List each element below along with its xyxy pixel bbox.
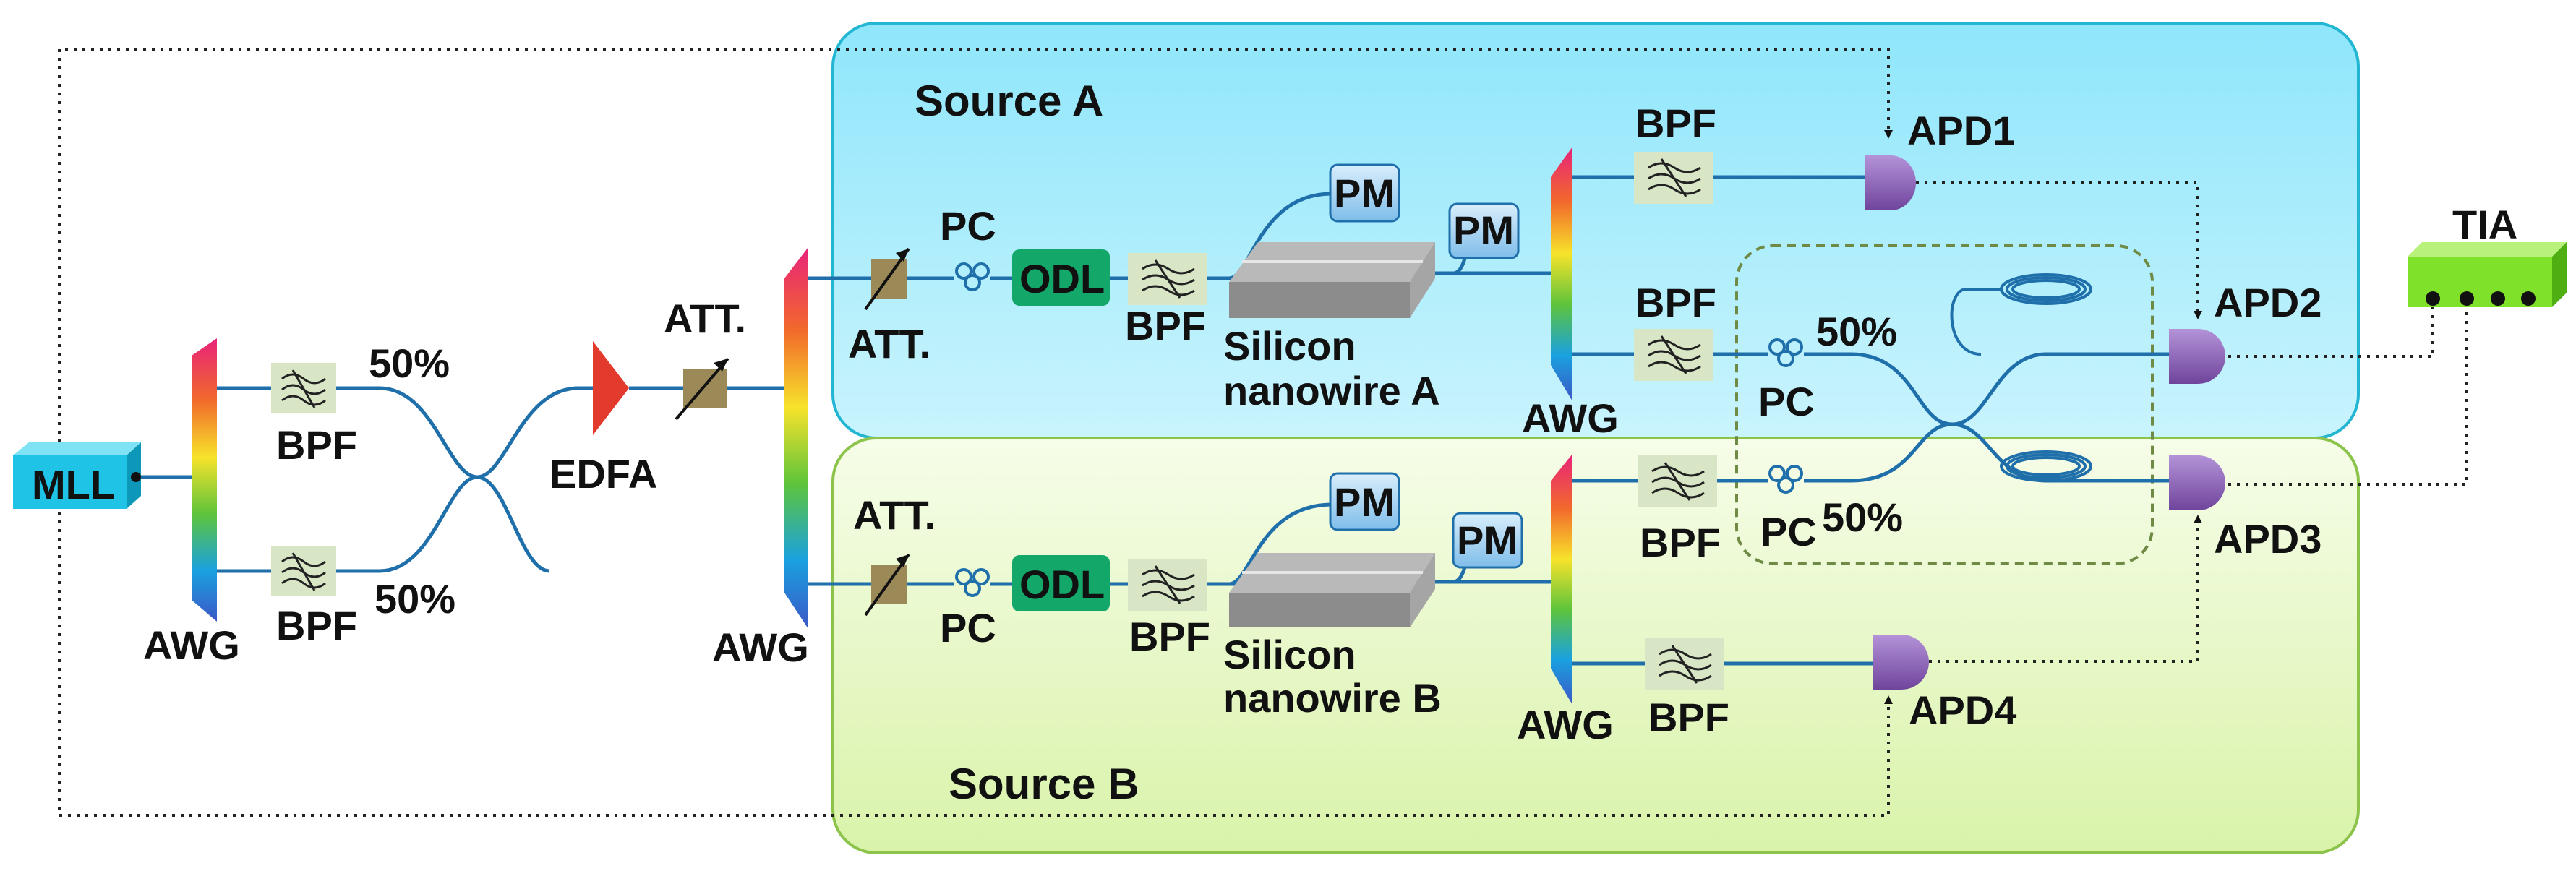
bpf-b-out1-label: BPF (1640, 520, 1721, 565)
apd4-label: APD4 (1909, 687, 2016, 733)
tia-label: TIA (2452, 202, 2517, 247)
awg-middle-label: AWG (712, 625, 809, 670)
apd2-label: APD2 (2214, 280, 2322, 325)
source-a-label: Source A (915, 77, 1103, 125)
pm-a1-box: PM (1329, 163, 1400, 223)
silicon-nanowire-b-chip (1229, 553, 1435, 627)
awg-middle-icon (784, 247, 808, 629)
pc-coupler-top-label: PC (1758, 379, 1815, 424)
pm-a2-label: PM (1453, 207, 1514, 253)
apd1-icon (1865, 155, 1916, 210)
awg-b-label: AWG (1517, 702, 1614, 747)
split-coupler-top-label: 50% (1816, 309, 1897, 354)
pc-icons (955, 262, 1803, 597)
apd3-icon (2169, 455, 2225, 510)
att-a-label: ATT. (848, 321, 930, 366)
pm-b2-label: PM (1457, 518, 1518, 563)
pm-b1-box: PM (1329, 472, 1400, 531)
bpf-left-bottom-label: BPF (276, 603, 357, 648)
labels: AWG BPF BPF 50% 50% ATT. AWG ATT. PC BPF… (143, 100, 2322, 747)
fiber-coil-top (1950, 273, 2092, 356)
silicon-nanowire-a-chip (1229, 242, 1435, 318)
bpf-b-label: BPF (1129, 614, 1210, 659)
awg-b-icon (1551, 454, 1572, 705)
nanowire-a-label-line2: nanowire A (1223, 368, 1440, 413)
apd-icons (1865, 155, 2225, 690)
split-left-bottom-label: 50% (375, 576, 455, 622)
odl-b-label: ODL (1019, 562, 1105, 607)
nanowire-a-label-line1: Silicon (1223, 323, 1356, 369)
source-b-label: Source B (949, 760, 1139, 808)
awg-left-icon (192, 338, 217, 622)
attenuator-icons (675, 247, 910, 617)
pc-a-label: PC (940, 203, 996, 249)
nanowire-b-label-line2: nanowire B (1223, 675, 1442, 721)
awg-a-label: AWG (1522, 395, 1619, 441)
pc-b-label: PC (940, 605, 996, 651)
split-left-top-label: 50% (369, 340, 450, 386)
att-left-label: ATT. (664, 296, 746, 341)
pm-b1-label: PM (1334, 479, 1395, 525)
apd3-label: APD3 (2214, 516, 2322, 562)
source-b-region (831, 437, 2360, 854)
awg-left-label: AWG (143, 622, 240, 668)
apd1-label: APD1 (1907, 108, 2015, 153)
pm-a1-label: PM (1334, 171, 1395, 216)
pm-b2-box: PM (1452, 512, 1523, 569)
bpf-b-out2-label: BPF (1648, 695, 1729, 740)
dotted-signal-lines (58, 48, 2471, 817)
bpf-a-out1-label: BPF (1635, 100, 1716, 146)
awg-a-icon (1551, 147, 1572, 401)
fiber-lines (127, 175, 2169, 666)
fiber-coil-bottom (2000, 450, 2092, 482)
odl-b-box: ODL (1012, 555, 1110, 611)
apd4-icon (1873, 635, 1929, 690)
bpf-left-top-label: BPF (276, 422, 357, 468)
bpf-a-out2-label: BPF (1635, 280, 1716, 325)
mll-label: MLL (32, 462, 115, 507)
nanowire-b-label-line1: Silicon (1223, 632, 1356, 677)
tia-amplifier: TIA (2408, 202, 2567, 307)
edfa-label: EDFA (549, 451, 657, 497)
att-b-label: ATT. (853, 492, 936, 538)
edfa-amplifier-icon (593, 341, 629, 435)
odl-a-box: ODL (1012, 249, 1110, 306)
coupler-box (1735, 244, 2154, 565)
apd2-icon (2169, 329, 2225, 384)
mll-laser: MLL (13, 442, 141, 509)
pc-coupler-bottom-label: PC (1760, 509, 1817, 554)
split-coupler-bottom-label: 50% (1822, 494, 1903, 540)
pm-a2-box: PM (1448, 202, 1520, 259)
bpf-icons (271, 152, 1724, 690)
odl-a-label: ODL (1019, 256, 1105, 301)
bpf-a-label: BPF (1125, 303, 1206, 348)
